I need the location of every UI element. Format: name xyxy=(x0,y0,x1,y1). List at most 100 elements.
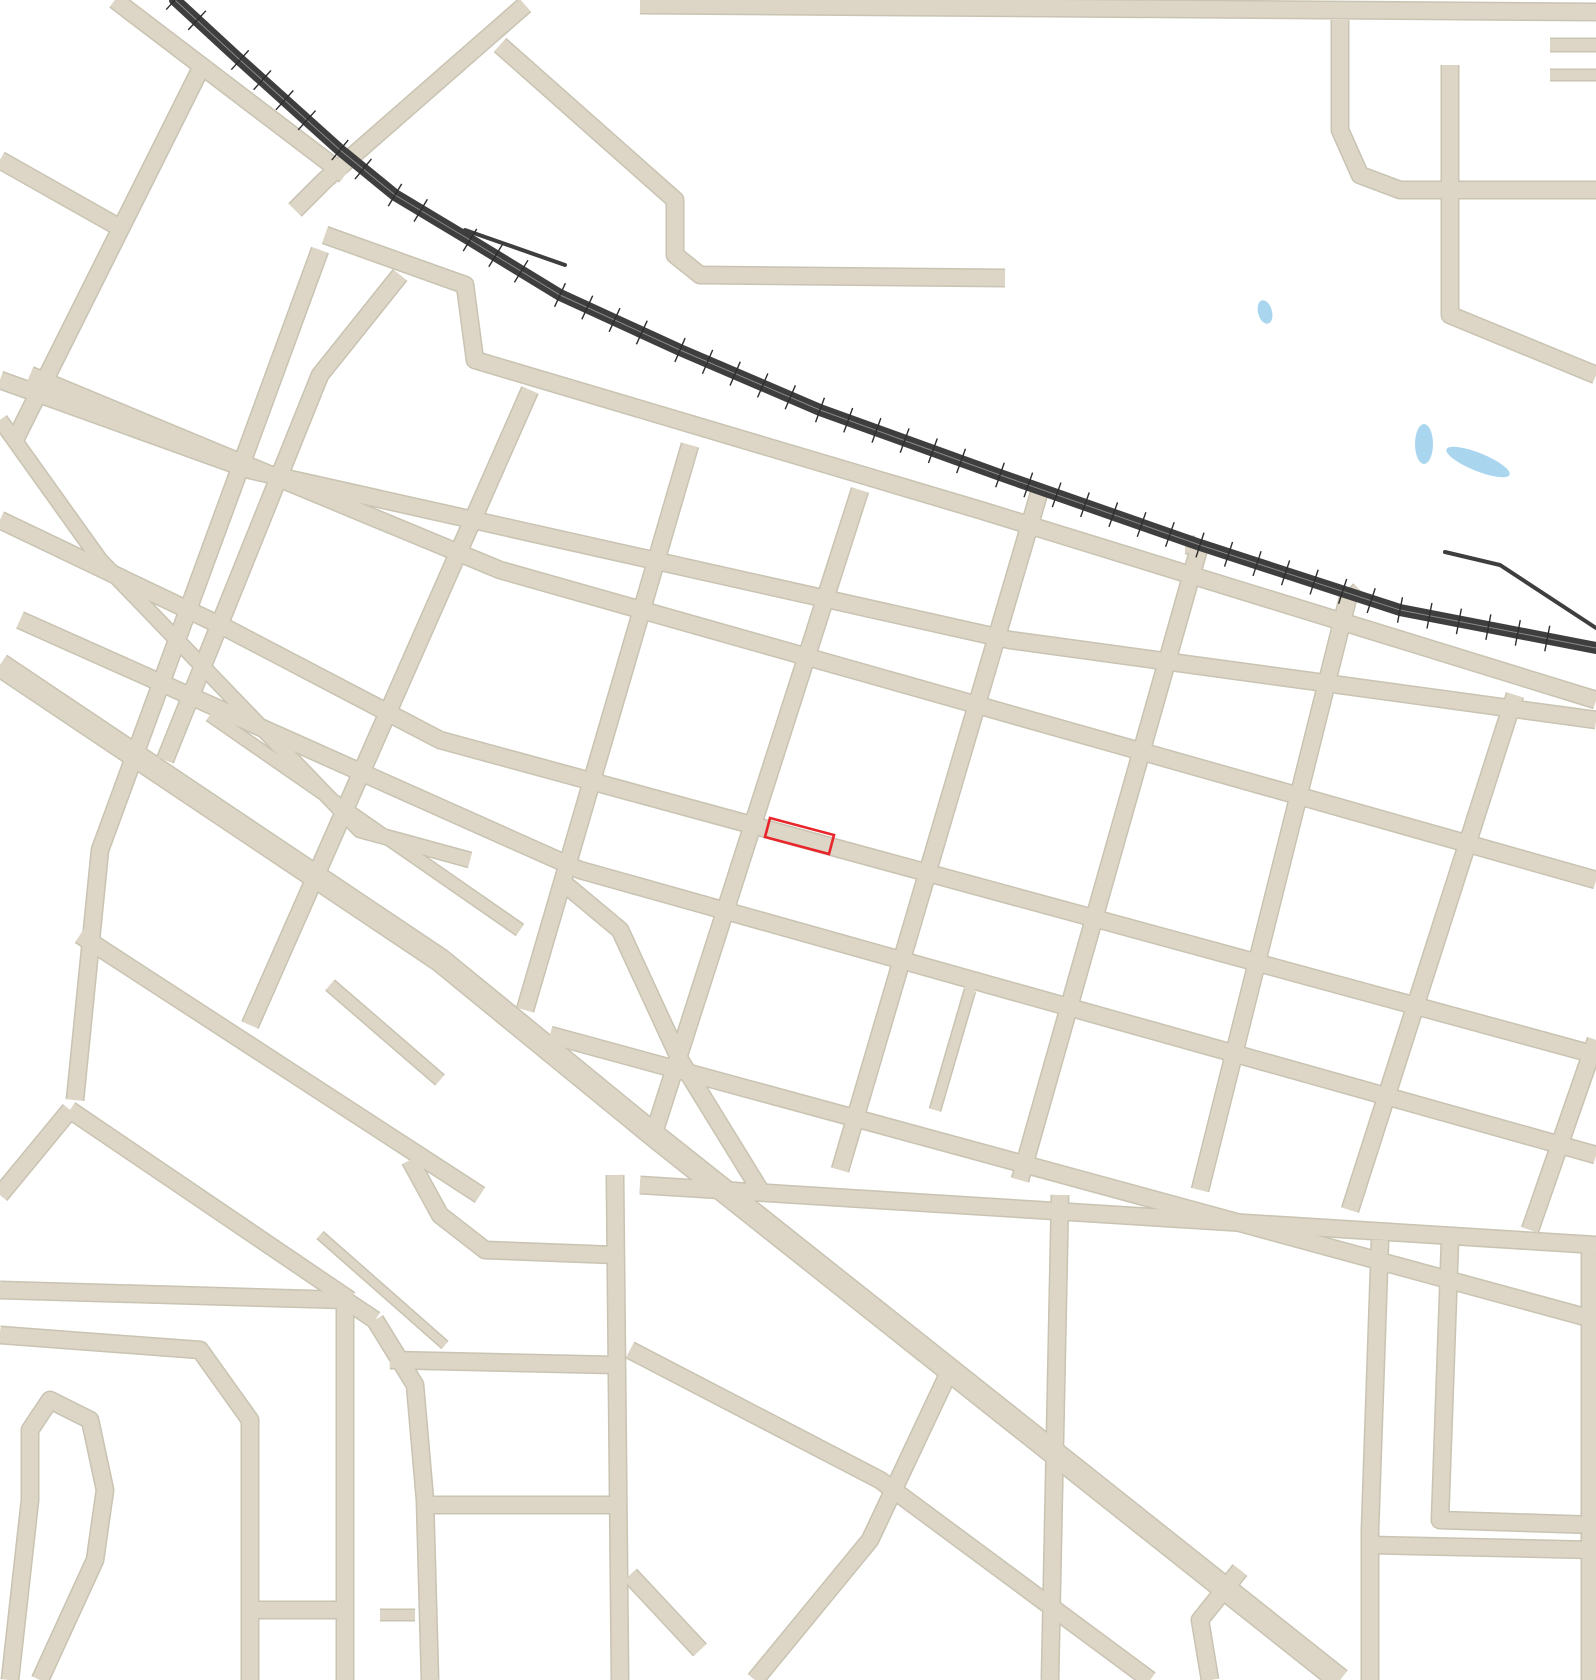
railway-tick xyxy=(230,49,250,71)
road-ns-4[interactable] xyxy=(517,442,698,1013)
railway-tick xyxy=(331,139,349,161)
road-ne-vert-2[interactable] xyxy=(1442,65,1596,383)
railway-tick xyxy=(1485,614,1492,641)
railway-tick xyxy=(513,259,529,283)
road-ns-8[interactable] xyxy=(1192,588,1358,1192)
road-sw-diag-2[interactable] xyxy=(0,415,472,867)
railway-tick xyxy=(701,349,714,375)
railway-tick xyxy=(956,448,967,474)
railway-tick xyxy=(674,337,686,363)
road-ew-5[interactable] xyxy=(16,612,1596,1163)
road-s-left-curve[interactable] xyxy=(2,1392,113,1680)
road-s-ramp[interactable] xyxy=(317,1231,448,1349)
railway-tick xyxy=(187,10,207,31)
road-s-vert-5[interactable] xyxy=(1432,1239,1596,1533)
road-s-h-4[interactable] xyxy=(626,1342,1155,1680)
railway-tick xyxy=(354,158,372,180)
railway-tick xyxy=(1252,550,1262,577)
road-s-diag-2[interactable] xyxy=(0,1104,77,1201)
railway-tick xyxy=(488,244,503,268)
highlight-layer xyxy=(763,816,836,856)
railway-tick xyxy=(1023,472,1034,498)
road-s-h-1[interactable] xyxy=(389,1352,616,1373)
pond-3 xyxy=(1446,446,1510,478)
railway-tick xyxy=(729,361,741,386)
railway-tick xyxy=(1280,560,1291,586)
road-ew-3[interactable] xyxy=(26,367,1596,888)
railway-tick xyxy=(1309,569,1319,595)
railway-tick xyxy=(843,407,854,433)
railway-tick xyxy=(814,397,826,423)
railway-tick xyxy=(297,110,317,131)
pond-1 xyxy=(1257,300,1273,324)
road-ns-9[interactable] xyxy=(1342,692,1523,1213)
road-ns-7[interactable] xyxy=(1012,542,1208,1183)
road-s-vert-1[interactable] xyxy=(607,1174,628,1680)
road-sw-diag-main[interactable] xyxy=(0,655,1347,1680)
railway-tick xyxy=(1396,597,1404,623)
road-s-diag-1[interactable] xyxy=(65,1103,355,1307)
railway-tick xyxy=(387,183,403,207)
road-ew-6[interactable] xyxy=(547,1027,1596,1328)
railway-tick xyxy=(1195,532,1205,558)
road-s-diag-3[interactable] xyxy=(748,1366,958,1680)
road-s-h-5[interactable] xyxy=(1369,1537,1596,1558)
railway-tick xyxy=(899,428,910,454)
railway-tick xyxy=(1164,521,1175,547)
road-top-edge[interactable] xyxy=(639,0,1596,20)
pond-2 xyxy=(1415,424,1433,464)
water-layer xyxy=(1257,300,1510,478)
road-s-loop-1[interactable] xyxy=(402,1156,616,1263)
railway-tick xyxy=(784,385,797,410)
railway-tick xyxy=(253,69,272,91)
railway-tick xyxy=(1223,541,1234,567)
railway-layer xyxy=(165,0,1596,654)
road-ne-vert-1[interactable] xyxy=(1332,20,1596,198)
road-ew-7[interactable] xyxy=(639,1177,1596,1253)
railway-tick xyxy=(756,373,769,398)
railway-tick xyxy=(1455,608,1463,635)
road-nw-diag-2[interactable] xyxy=(0,153,119,232)
highlighted-parcel[interactable] xyxy=(763,816,836,856)
railway-tick xyxy=(1337,578,1348,604)
railway-tick xyxy=(1079,492,1090,518)
railway-tick xyxy=(1366,588,1376,614)
road-sw-diag-5[interactable] xyxy=(206,710,524,935)
road-s-curve-2[interactable] xyxy=(368,1315,438,1680)
railway-tick xyxy=(1136,512,1147,538)
road-ew-2[interactable] xyxy=(0,372,1596,728)
railway-tick xyxy=(413,198,429,222)
road-nw-curve-top[interactable] xyxy=(289,0,531,216)
road-s-curve-3[interactable] xyxy=(1192,1565,1247,1680)
road-sw-diag-4[interactable] xyxy=(326,980,444,1085)
railway-tick xyxy=(608,307,621,333)
railway-tick xyxy=(1108,502,1119,528)
railway-spur-west xyxy=(463,228,567,267)
railway-tick xyxy=(462,228,478,252)
road-nw-diag-1[interactable] xyxy=(110,0,350,182)
railway-tick xyxy=(995,462,1005,488)
railway-tick xyxy=(581,295,594,320)
railway-tick xyxy=(275,90,294,111)
road-ns-5[interactable] xyxy=(647,487,868,1133)
road-ns-10[interactable] xyxy=(1522,1037,1596,1233)
railway-tick xyxy=(927,438,938,464)
railway-spur-east xyxy=(1443,550,1596,630)
road-s-vert-4[interactable] xyxy=(1362,1239,1388,1680)
road-ns-2[interactable] xyxy=(157,270,407,763)
road-center-stub[interactable] xyxy=(930,988,975,1112)
road-s-left-loop[interactable] xyxy=(0,1327,258,1680)
road-ns-1[interactable] xyxy=(67,247,328,1101)
road-sw-diag-3[interactable] xyxy=(75,928,485,1202)
road-s-diag-4[interactable] xyxy=(624,1569,706,1656)
railway-tick xyxy=(871,417,882,443)
road-ns-6[interactable] xyxy=(832,487,1048,1173)
road-north-loop[interactable] xyxy=(494,39,1006,286)
road-ns-3[interactable] xyxy=(242,386,538,1029)
road-sw-curve[interactable] xyxy=(554,873,767,1195)
railway-track-divider xyxy=(174,0,1596,649)
railway-tick xyxy=(1544,625,1551,652)
railway-tick xyxy=(1426,602,1433,629)
